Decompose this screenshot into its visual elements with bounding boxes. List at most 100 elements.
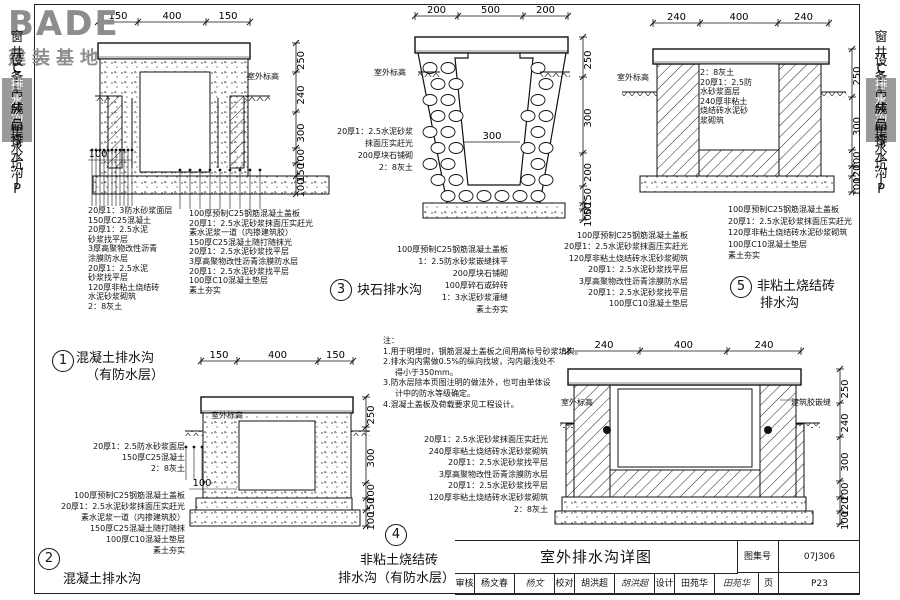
layer-label: 200厚块石铺砌: [452, 269, 508, 278]
layer-label: 100厚C10混凝土垫层: [105, 535, 185, 544]
stone-block: [430, 174, 446, 186]
drawing-shape: [314, 357, 322, 365]
layer-label: 2：8灰土: [700, 68, 735, 77]
layer-label: 砂浆找平层: [88, 273, 128, 283]
drawing-shape: [698, 63, 780, 151]
stone-block: [476, 190, 492, 202]
note-line: 1.用于明埋时，钢筋混凝土盖板之间用高标号砂浆填实。: [383, 346, 583, 356]
drawing-shape: [540, 72, 570, 77]
waterstop-label: 建筑胶嵌缝: [791, 398, 831, 407]
layer-label: 20厚1：2.5水泥砂浆抹面压实赶光: [189, 218, 313, 228]
layer-label: 100厚预制C25钢筋混凝土盖板: [728, 205, 840, 214]
drawing-shape: [94, 148, 98, 152]
layer-label: 2：8灰土: [150, 464, 185, 473]
drawing-shape: [836, 433, 844, 441]
layer-label: 20厚1：2.5水泥砂浆抹面压实赶光: [61, 502, 185, 511]
dimension-label: 300: [366, 448, 377, 467]
drawing-shape: [836, 507, 844, 515]
drawing-shape: [649, 19, 657, 27]
dimension-label: 400: [729, 12, 748, 23]
drawing-shape: [414, 36, 569, 54]
dimension-label: 300: [852, 117, 863, 136]
stone-block: [430, 142, 446, 154]
layer-label: 120厚非粘土烧结砖水泥砂浆砌筑: [428, 492, 548, 502]
drawing-shape: [189, 509, 361, 527]
d1-title: 混凝土排水沟: [76, 351, 155, 366]
drawing-shape: [560, 423, 574, 428]
review-signature: 杨文: [515, 573, 555, 595]
drawing-shape: [698, 149, 780, 177]
layer-label: 20厚1：2.5水泥砂浆找平层: [588, 265, 688, 275]
stone-block: [538, 78, 554, 90]
drawing-shape: [848, 162, 856, 170]
layer-label: 3厚高聚物改性沥青涂膜防水层: [189, 256, 299, 266]
drawing-shape: [795, 423, 805, 498]
drawing-shape: [796, 423, 820, 428]
stone-block: [448, 142, 464, 154]
drawing-shape: [579, 33, 587, 41]
drawing-shape: [195, 497, 353, 511]
layer-label: 150厚C25混凝土: [88, 215, 152, 225]
outdoor-level-label: 室外标高: [211, 411, 243, 420]
drawing-shape: [836, 477, 844, 485]
drawing-shape: [565, 423, 575, 498]
layer-label: 烧结砖水泥砂: [700, 106, 748, 116]
layer-label: 20厚1：2.5水泥砂浆抹面压实赶光: [728, 216, 852, 226]
layer-label: 素水泥浆一道（内掺建筑胶）: [189, 228, 293, 238]
drawing-shape: [184, 445, 188, 449]
page-label: 页: [759, 573, 779, 595]
design-label: 设计: [655, 573, 675, 595]
dimension-label: 240: [296, 85, 307, 104]
dimension-label: 200: [427, 5, 446, 16]
side-tab: 设备吊装口S: [10, 54, 24, 149]
d5-subtitle: 排水沟: [760, 296, 800, 311]
layer-label: 20厚1：2.5水泥砂浆: [337, 127, 413, 136]
dimension-label: 300: [840, 452, 851, 471]
drawing-shape: [825, 19, 833, 27]
outdoor-level-label: 室外标高: [247, 72, 279, 81]
drawing-shape: [656, 63, 700, 177]
drawing-shape: [97, 42, 251, 60]
layer-label: 20厚1：3防水砂浆面层: [88, 206, 173, 215]
dimension-label: 100: [296, 149, 307, 168]
stone-block: [422, 158, 438, 170]
layer-label: 20厚1：2.5水泥砂浆找平层: [588, 288, 688, 298]
drawing-shape: [245, 96, 270, 101]
layer-label: 素土夯实: [153, 546, 185, 555]
drawing-shape: [92, 175, 330, 195]
d3-title: 块石排水沟: [357, 283, 423, 298]
drawing-shape: [362, 522, 370, 530]
drawing-shape: [197, 357, 205, 365]
layer-label: 20厚1：2.5水泥砂浆找平层: [448, 458, 548, 468]
drawing-shape: [848, 172, 856, 180]
drawing-shape: [349, 357, 357, 365]
d5-number: 5: [730, 276, 752, 298]
dimension-label: 100: [840, 511, 851, 530]
review-name: 杨文春: [475, 573, 515, 595]
brand-subtitle: 建装基地: [8, 48, 104, 69]
note-line: 4.混凝土盖板及荷载要求见工程设计。: [383, 399, 519, 409]
outdoor-level-label: 室外标高: [374, 68, 406, 77]
drawing-shape: [208, 168, 212, 172]
stone-block: [520, 110, 536, 122]
layer-label: 素土夯实: [728, 251, 760, 261]
dimension-label: 100: [583, 208, 594, 227]
layer-label: 150厚C25混凝土随打随抹: [89, 524, 185, 533]
dimension-label: 500: [481, 5, 500, 16]
design-name: 田苑华: [675, 573, 715, 595]
drawing-shape: [848, 188, 856, 196]
dimension-label: 200: [536, 5, 555, 16]
note-line: 2.排水沟内需做0.5%的纵向找坡，沟内最浅处不: [383, 357, 555, 367]
dimension-label: 100: [852, 177, 863, 196]
drawing-shape: [797, 347, 805, 355]
stone-block: [530, 158, 546, 170]
drawing-shape: [848, 45, 856, 53]
